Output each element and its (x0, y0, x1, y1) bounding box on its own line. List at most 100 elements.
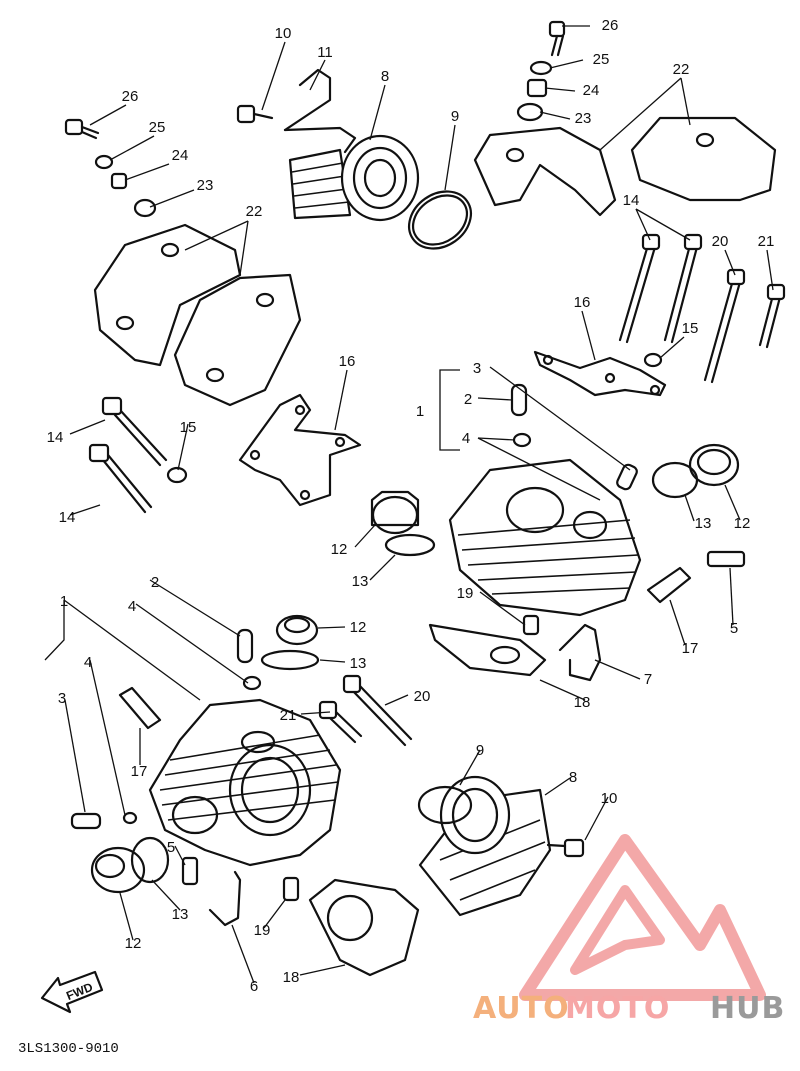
callout-7-pipe: 7 (644, 671, 652, 688)
pipe-7 (558, 623, 602, 682)
callout-26-bolt-left: 26 (122, 88, 139, 105)
callout-22-cover-left: 22 (246, 203, 263, 220)
callout-11-bracket: 11 (317, 44, 333, 61)
callout-3-valve-left: 3 (58, 690, 66, 707)
callout-15-washer-left: 15 (180, 419, 197, 436)
bolts-14-left (88, 396, 168, 514)
collar-24-left (110, 172, 128, 190)
o-ring-13-right (651, 461, 699, 499)
stud-5-right (706, 550, 746, 568)
callout-14-bolt-left-upper: 14 (47, 429, 64, 446)
plug-12-left-upper (275, 614, 319, 646)
callout-16-plate-left: 16 (339, 353, 356, 370)
plate-16-left (238, 393, 362, 507)
o-ring-13-left-lower (130, 836, 170, 884)
o-ring-9-upper (408, 190, 472, 250)
callout-10-bolt-upper: 10 (275, 25, 292, 42)
callout-13-o-ring-right: 13 (695, 515, 712, 532)
grommet-23-left (133, 198, 157, 218)
bolt-10-lower (546, 838, 585, 858)
callout-8-intake-joint-lower: 8 (569, 769, 577, 786)
callout-23-grommet-right: 23 (575, 110, 592, 127)
callout-21-bolt-lower: 21 (280, 707, 297, 724)
head-cover-22-right (473, 116, 777, 217)
callout-19-dowel-left: 19 (254, 922, 271, 939)
callout-4-clip-left: 4 (128, 598, 136, 615)
callout-19-dowel-right: 19 (457, 585, 474, 602)
gasket-18-right (428, 623, 547, 677)
stud-bolts-right (618, 233, 786, 384)
callout-3-valve-right: 3 (473, 360, 481, 377)
washer-25-left (94, 154, 114, 170)
callout-4-clip-lower: 4 (84, 654, 92, 671)
callout-12-plug-right: 12 (734, 515, 751, 532)
automotohub-logo (519, 834, 766, 1001)
pipe-6 (208, 870, 242, 927)
callout-17-spark-plug-right: 17 (682, 640, 699, 657)
dowel-19-right (522, 614, 540, 636)
callout-24-collar-right: 24 (583, 82, 600, 99)
clip-4-left (242, 675, 262, 691)
callout-17-spark-plug-left: 17 (131, 763, 148, 780)
o-ring-13-left-upper (260, 649, 320, 671)
callout-26-bolt-right: 26 (602, 17, 619, 34)
callout-14-stud-right: 14 (623, 192, 640, 209)
plate-16-right (533, 350, 667, 397)
callout-5-stud-right: 5 (730, 620, 738, 637)
bolt-26-left (64, 118, 100, 140)
intake-joint-lower (418, 775, 552, 917)
callout-13-o-ring-left-upper: 13 (350, 655, 367, 672)
callout-13-o-ring-left-lower: 13 (172, 906, 189, 923)
callout-18-gasket-left: 18 (283, 969, 300, 986)
diagram-code: 3LS1300-9010 (18, 1041, 119, 1057)
washer-25-right (529, 60, 553, 76)
collar-24-right (526, 78, 548, 98)
callout-5-stud-left: 5 (167, 839, 175, 856)
clip-4-lower (122, 811, 138, 825)
callout-2-valve-right: 2 (464, 391, 472, 408)
callout-9-o-ring-lower: 9 (476, 742, 484, 759)
plug-12-mid (370, 490, 420, 535)
valve-3-left (70, 812, 102, 830)
valve-components-right (510, 383, 638, 491)
callout-21-bolt-right: 21 (758, 233, 775, 250)
callout-6-pipe: 6 (250, 978, 258, 995)
gasket-18-left (308, 878, 420, 977)
callout-1-head-front: 1 (60, 593, 68, 610)
intake-joint-upper (288, 134, 420, 222)
watermark-auto: AUTO (473, 991, 570, 1026)
plug-12-left-lower (90, 846, 146, 894)
callout-10-bolt-lower: 10 (601, 790, 618, 807)
callout-16-plate-right: 16 (574, 294, 591, 311)
callout-23-grommet-left: 23 (197, 177, 214, 194)
o-ring-9-lower (417, 785, 473, 825)
bolt-20-lower (342, 674, 413, 747)
spark-plug-17-right (646, 566, 692, 604)
bolt-21-lower (318, 700, 363, 744)
dowel-19-left (282, 876, 300, 902)
stud-5-left (181, 856, 199, 886)
bolt-26-right (548, 20, 566, 57)
washer-15-right (643, 352, 663, 368)
automotohub-watermark: AUTO MOTO HUB (473, 991, 785, 1026)
callout-2-valve-left: 2 (151, 574, 159, 591)
callout-1-head-rear: 1 (416, 403, 424, 420)
cylinder-head-rear (448, 458, 642, 617)
spark-plug-17-left (118, 686, 162, 730)
callout-18-gasket-right: 18 (574, 694, 591, 711)
callout-numbers: 10 11 8 9 26 25 24 23 22 26 25 24 23 22 … (47, 17, 775, 995)
callout-12-plug-left-upper: 12 (350, 619, 367, 636)
callout-25-washer-right: 25 (593, 51, 610, 68)
watermark-hub: HUB (710, 991, 785, 1026)
plug-12-right (688, 443, 740, 487)
leader-lines (44, 25, 774, 984)
o-ring-13-mid (384, 533, 436, 557)
grommet-23-right (516, 102, 544, 122)
fwd-arrow: FWD (40, 970, 104, 1014)
washer-15-left (166, 466, 188, 484)
callout-24-collar-left: 24 (172, 147, 189, 164)
head-cover-22-left (93, 223, 302, 407)
callout-8-intake-joint-upper: 8 (381, 68, 389, 85)
callout-20-bolt-right: 20 (712, 233, 729, 250)
